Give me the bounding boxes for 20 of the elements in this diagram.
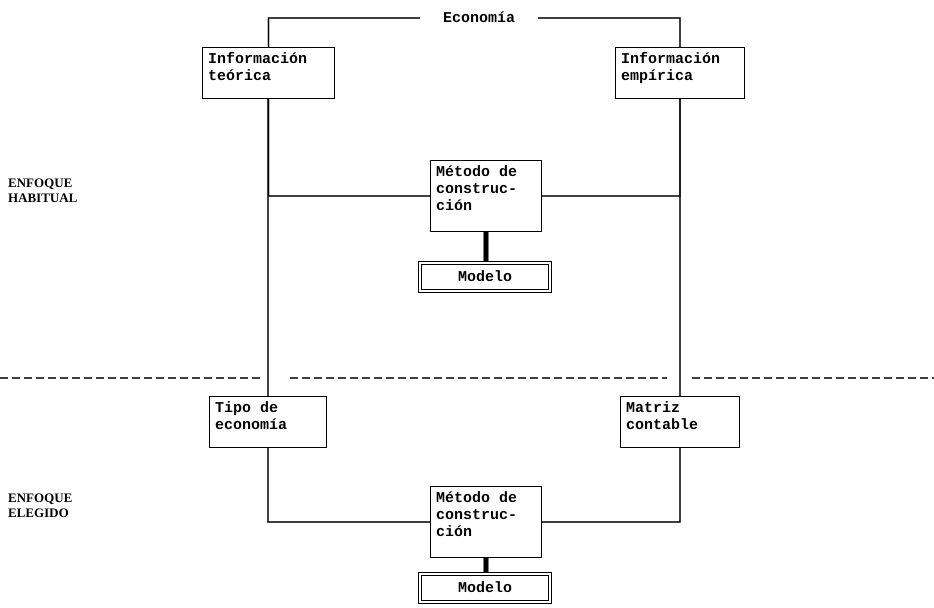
connector-line bbox=[484, 558, 488, 572]
connector-line bbox=[542, 448, 681, 523]
section-label: ENFOQUE ELEGIDO bbox=[8, 490, 74, 520]
process-box: Método de construc- ción bbox=[430, 160, 542, 232]
connector-line bbox=[542, 99, 681, 197]
result-box: Modelo bbox=[418, 572, 552, 604]
process-box: Método de construc- ción bbox=[430, 486, 542, 558]
connector-line bbox=[538, 17, 681, 47]
connector-line bbox=[267, 99, 269, 396]
connector-line bbox=[268, 17, 420, 47]
title-text: Economía bbox=[420, 6, 538, 30]
connector-line bbox=[268, 99, 430, 197]
process-box: Información teórica bbox=[202, 47, 335, 99]
result-box: Modelo bbox=[418, 261, 552, 293]
section-label: ENFOQUE HABITUAL bbox=[8, 175, 78, 205]
process-box: Matriz contable bbox=[620, 396, 740, 448]
process-box: Tipo de economía bbox=[209, 396, 327, 448]
connector-line bbox=[484, 232, 488, 261]
process-box: Información empírica bbox=[615, 47, 745, 99]
connector-line bbox=[267, 448, 430, 523]
